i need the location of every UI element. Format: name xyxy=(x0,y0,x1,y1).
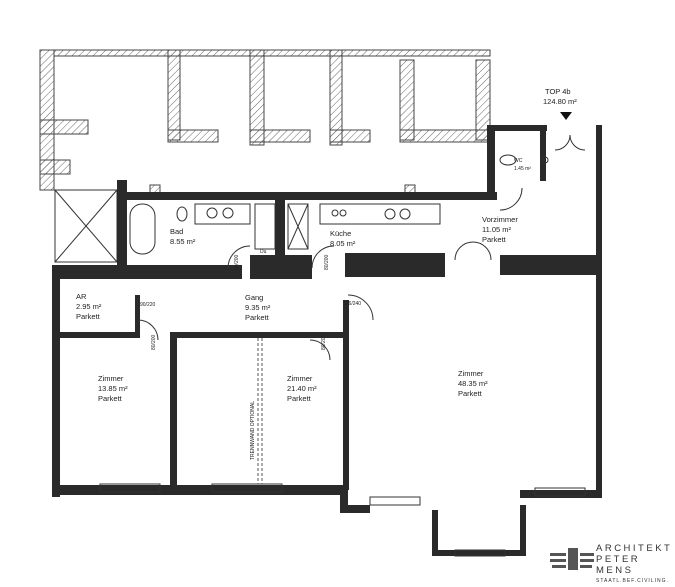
room-wc: WC 1.45 m² xyxy=(514,158,531,172)
svg-text:80/200: 80/200 xyxy=(234,254,240,270)
svg-text:Parkett: Parkett xyxy=(482,235,507,244)
eagle-emblem-icon xyxy=(550,548,594,570)
svg-text:8.05 m²: 8.05 m² xyxy=(330,239,356,248)
svg-text:11.05 m²: 11.05 m² xyxy=(482,225,512,234)
svg-text:Zimmer: Zimmer xyxy=(287,374,313,383)
unit-area: 124.80 m² xyxy=(543,97,577,106)
svg-text:Parkett: Parkett xyxy=(98,394,123,403)
architect-name: PETER MENS xyxy=(596,554,641,576)
architect-title: ARCHITEKT xyxy=(596,543,673,554)
svg-text:Parkett: Parkett xyxy=(458,389,483,398)
svg-text:21.40 m²: 21.40 m² xyxy=(287,384,317,393)
svg-text:Zimmer: Zimmer xyxy=(458,369,484,378)
svg-text:AR: AR xyxy=(76,292,87,301)
architect-stamp: ARCHITEKT PETER MENS STAATL.BEF.CIVILING… xyxy=(596,543,675,587)
svg-text:WC: WC xyxy=(514,158,523,164)
doors xyxy=(137,134,586,361)
svg-text:Küche: Küche xyxy=(330,229,351,238)
existing-building-walls xyxy=(39,49,491,198)
partition-note: TRENNWAND OPTIONAL xyxy=(250,401,256,460)
walls xyxy=(52,125,602,556)
svg-text:Parkett: Parkett xyxy=(76,312,101,321)
svg-text:80/200: 80/200 xyxy=(324,254,330,270)
svg-text:Gang: Gang xyxy=(245,293,263,302)
svg-text:Parkett: Parkett xyxy=(287,394,312,403)
door-dimensions: 90/220 126/240 80/200 80/200 80/200 80/2… xyxy=(140,254,361,350)
svg-text:126/240: 126/240 xyxy=(343,301,361,307)
svg-text:80/200: 80/200 xyxy=(321,334,327,350)
svg-text:1.45 m²: 1.45 m² xyxy=(514,166,531,172)
svg-text:2.95 m²: 2.95 m² xyxy=(76,302,102,311)
fixtures: Du xyxy=(129,154,549,255)
svg-text:Bad: Bad xyxy=(170,227,183,236)
svg-text:90/220: 90/220 xyxy=(140,302,156,308)
svg-text:Vorzimmer: Vorzimmer xyxy=(482,215,518,224)
unit-label: TOP 4b xyxy=(545,87,571,96)
svg-text:9.35 m²: 9.35 m² xyxy=(245,303,271,312)
svg-text:80/200: 80/200 xyxy=(151,334,157,350)
shaft xyxy=(54,189,118,263)
shower-label: Du xyxy=(260,249,267,255)
svg-text:13.85 m²: 13.85 m² xyxy=(98,384,128,393)
svg-text:Zimmer: Zimmer xyxy=(98,374,124,383)
svg-text:8.55 m²: 8.55 m² xyxy=(170,237,196,246)
windows xyxy=(99,338,586,557)
svg-text:48.35 m²: 48.35 m² xyxy=(458,379,488,388)
svg-text:Parkett: Parkett xyxy=(245,313,270,322)
entrance-arrow-icon xyxy=(560,112,572,120)
architect-subtitle: STAATL.BEF.CIVILING. xyxy=(596,578,669,584)
